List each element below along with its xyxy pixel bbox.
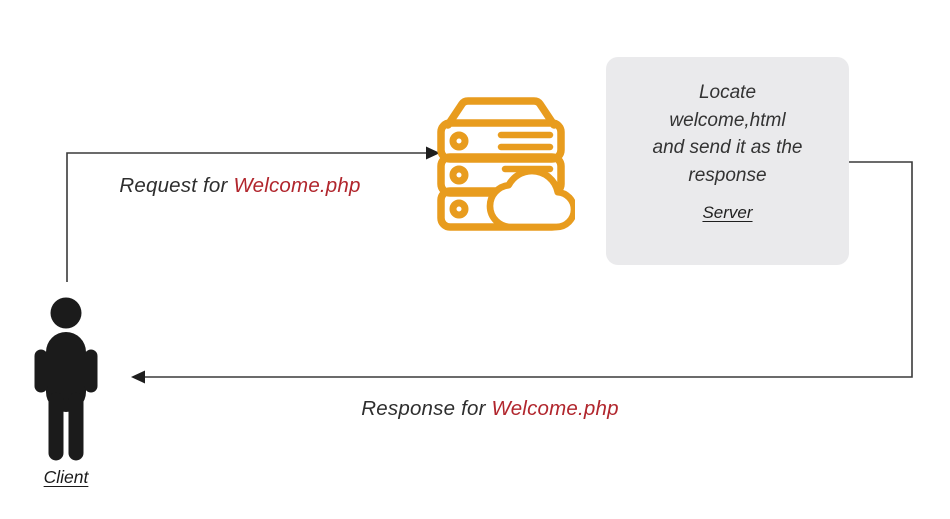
server-led-1 — [449, 131, 469, 151]
server-led-2 — [449, 165, 469, 185]
request-label-filename: Welcome.php — [233, 174, 361, 197]
request-arrowhead-icon — [426, 146, 440, 160]
request-arrow-line — [66, 152, 426, 282]
server-led-3 — [449, 199, 469, 219]
request-label-prefix: Request for — [119, 174, 234, 197]
response-label-prefix: Response for — [361, 397, 492, 420]
note-line: response — [688, 164, 767, 186]
note-line: and send it as the — [652, 137, 803, 158]
note-line: Locate — [698, 82, 757, 103]
person-icon — [34, 297, 98, 461]
response-label-filename: Welcome.php — [491, 397, 619, 420]
response-arrow-line — [145, 161, 913, 378]
note-line: welcome,html — [669, 109, 786, 131]
server-lid — [444, 97, 558, 129]
response-arrowhead-icon — [131, 370, 145, 384]
client-caption: Client — [43, 467, 89, 487]
response-arrow-label: Response for Welcome.php — [300, 397, 680, 421]
request-arrow-label: Request for Welcome.php — [65, 174, 415, 198]
person-head — [50, 297, 82, 329]
server-caption: Server — [702, 203, 753, 222]
server-rack-cloud-icon — [437, 97, 575, 231]
server-note-box: Locate welcome,html and send it as the r… — [606, 57, 849, 265]
cloud-icon — [486, 167, 575, 231]
